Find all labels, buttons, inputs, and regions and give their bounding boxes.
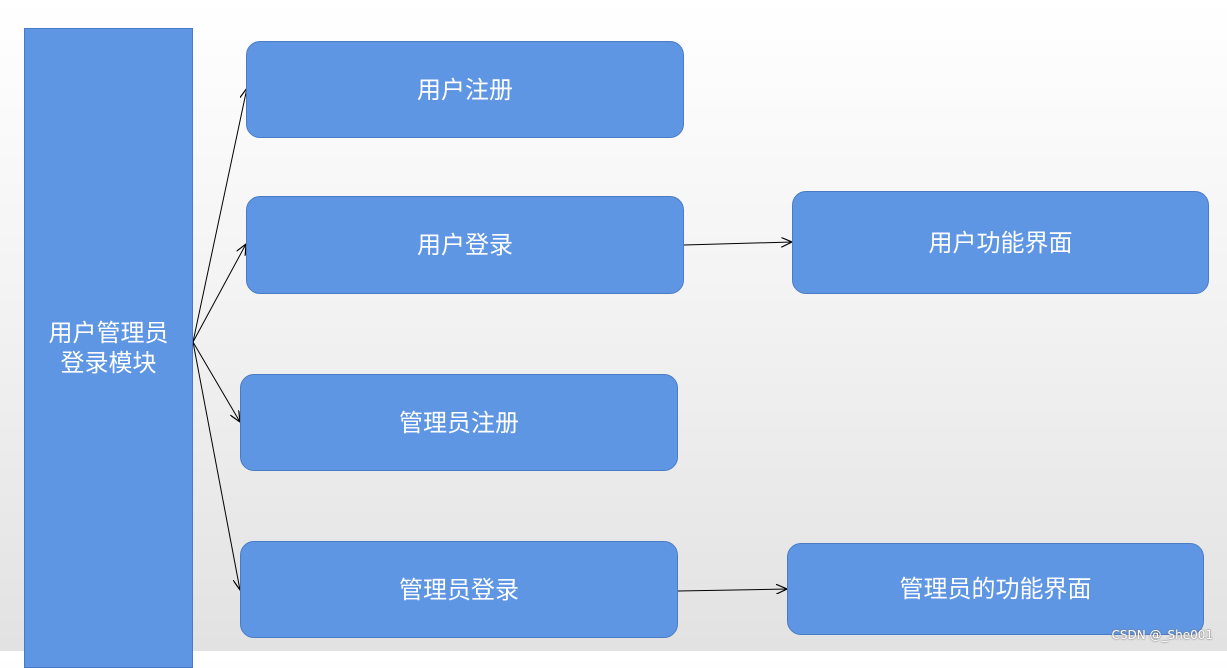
node-user-function-ui-label: 用户功能界面 [928,228,1073,257]
node-user-register-label: 用户注册 [417,75,513,104]
node-user-function-ui: 用户功能界面 [792,191,1209,294]
root-label-line1: 用户管理员 [48,319,169,347]
node-admin-function-ui-label: 管理员的功能界面 [899,575,1092,603]
arrow-root-to-user-register [192,88,247,343]
arrow-user-login-to-user-function-ui [683,242,792,245]
watermark-text: CSDN @_She001 [1111,628,1213,642]
node-admin-register-label: 管理员注册 [399,408,519,437]
root-label-line2: 登录模块 [60,349,157,377]
connector-layer [192,0,1227,651]
node-user-login: 用户登录 [246,196,684,294]
node-admin-login: 管理员登录 [240,541,678,638]
arrow-root-to-admin-register [192,341,240,422]
node-admin-login-label: 管理员登录 [399,575,519,604]
root-node-label: 用户管理员 登录模块 [49,318,169,378]
arrow-root-to-user-login [192,244,246,343]
node-user-login-label: 用户登录 [417,231,513,259]
flow-diagram: 用户管理员 登录模块 用户注册 用户登录 用户功能界面 管理员注册 管理员登录 … [24,0,1227,668]
node-admin-register: 管理员注册 [240,374,678,471]
node-user-register: 用户注册 [246,41,684,138]
root-node-user-admin-login-module: 用户管理员 登录模块 [24,28,193,668]
arrow-admin-login-to-admin-function-ui [677,589,787,591]
arrow-root-to-admin-login [192,341,240,590]
node-admin-function-ui: 管理员的功能界面 [787,543,1204,635]
